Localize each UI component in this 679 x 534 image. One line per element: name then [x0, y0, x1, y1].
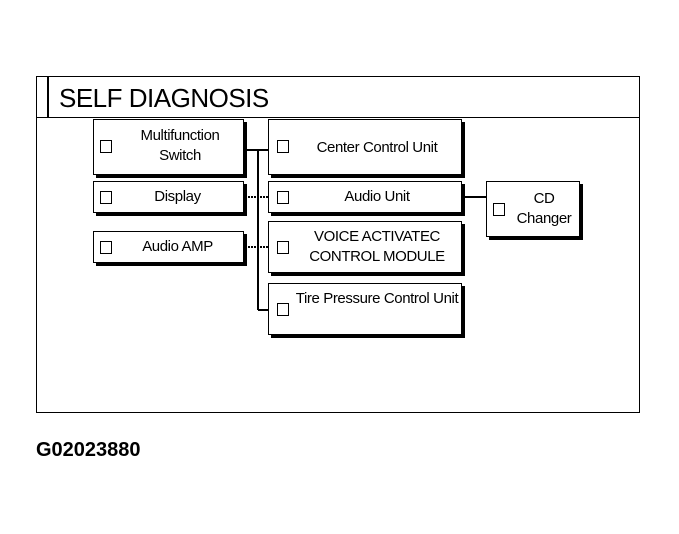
multifunction-switch-checkbox[interactable]: [100, 140, 112, 153]
screen-title: SELF DIAGNOSIS: [59, 83, 269, 113]
center-control-unit-checkbox[interactable]: [277, 140, 289, 153]
display-label: Display: [154, 188, 201, 205]
multifunction-switch-button[interactable]: Multifunction Switch: [93, 119, 244, 175]
tire-pressure-control-unit-button[interactable]: Tire Pressure Control Unit: [268, 283, 462, 335]
voice-activated-control-module-button[interactable]: VOICE ACTIVATEC CONTROL MODULE: [268, 221, 462, 273]
audio-unit-button[interactable]: Audio Unit: [268, 181, 462, 213]
audio-amp-button[interactable]: Audio AMP: [93, 231, 244, 263]
center-control-unit-button[interactable]: Center Control Unit: [268, 119, 462, 175]
cd-changer-label: CD Changer: [516, 190, 572, 227]
cd-changer-checkbox[interactable]: [493, 203, 505, 216]
center-control-unit-label: Center Control Unit: [316, 139, 438, 156]
audio-amp-label: Audio AMP: [142, 238, 213, 255]
title-divider: [47, 77, 49, 118]
display-checkbox[interactable]: [100, 191, 112, 204]
cd-changer-button[interactable]: CD Changer: [486, 181, 580, 237]
voice-activated-control-module-checkbox[interactable]: [277, 241, 289, 254]
figure-code: G02023880: [36, 439, 141, 461]
multifunction-switch-label: Multifunction Switch: [140, 127, 220, 164]
display-button[interactable]: Display: [93, 181, 244, 213]
audio-amp-checkbox[interactable]: [100, 241, 112, 254]
voice-activated-control-module-label: VOICE ACTIVATEC CONTROL MODULE: [309, 228, 445, 265]
tire-pressure-control-unit-checkbox[interactable]: [277, 303, 289, 316]
audio-unit-checkbox[interactable]: [277, 191, 289, 204]
audio-unit-label: Audio Unit: [344, 188, 410, 205]
title-bar: SELF DIAGNOSIS: [37, 77, 639, 118]
tire-pressure-control-unit-label: Tire Pressure Control Unit: [295, 290, 459, 307]
